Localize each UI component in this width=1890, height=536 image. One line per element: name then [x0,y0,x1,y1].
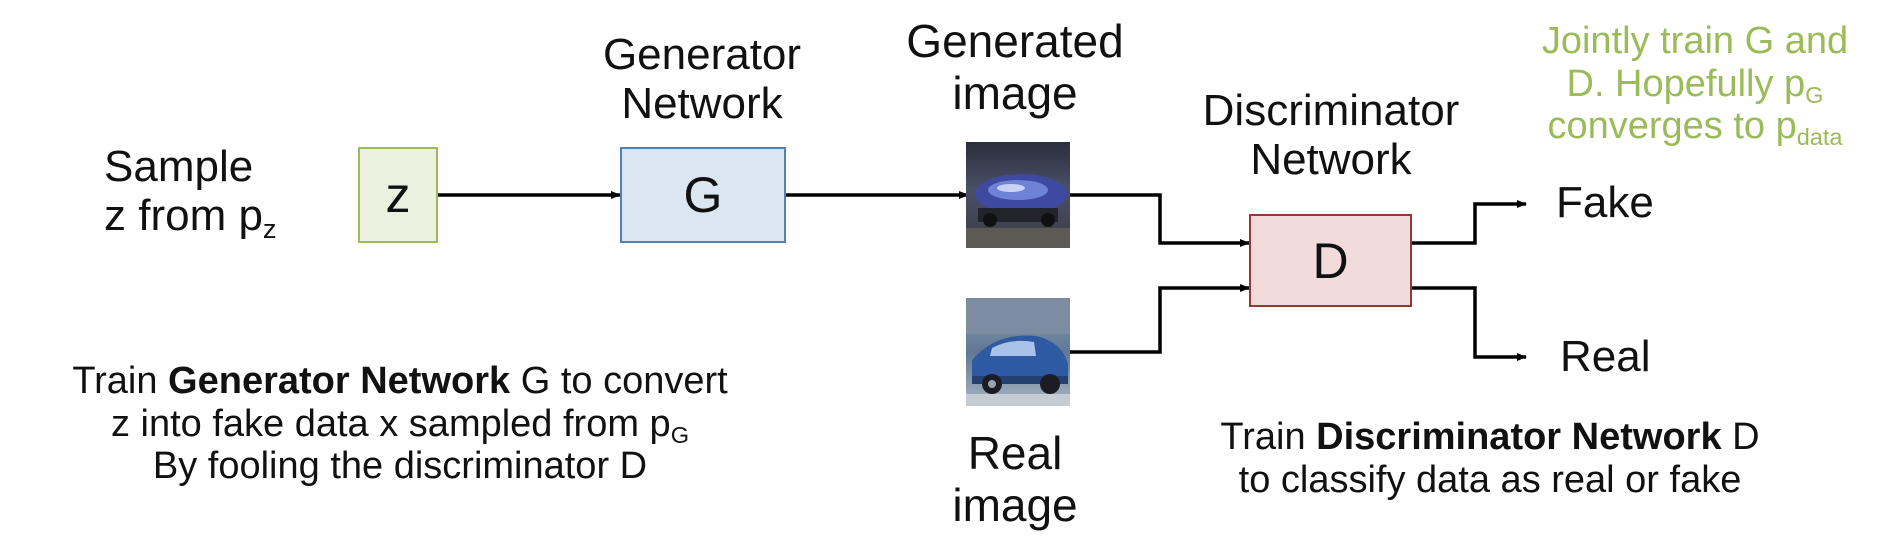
discriminator-node-label: D [1312,232,1349,289]
discriminator-node: D [1249,214,1412,307]
generator-title: Generator Network [602,30,802,129]
joint-training-note: Jointly train G and D. Hopefully pG conv… [1541,20,1849,151]
z-node: z [358,147,438,243]
output-real-label: Real [1560,332,1651,381]
z-node-label: z [385,167,411,223]
arrow-d-to-fake [1412,200,1527,245]
discriminator-caption: Train Discriminator Network D to classif… [1220,416,1760,501]
generated-image-thumbnail [966,142,1070,248]
sample-line2: z from pz [104,191,277,245]
real-image-title: Real image [952,427,1078,531]
generator-node-label: G [683,167,723,223]
arrow-real-to-d [1068,284,1250,354]
output-fake-label: Fake [1556,178,1654,227]
sample-line1: Sample [104,142,254,191]
generator-caption: Train Generator Network G to convert z i… [72,360,728,488]
real-image-thumbnail [966,298,1070,406]
arrow-generated-to-d [1068,193,1250,247]
discriminator-title: Discriminator Network [1202,86,1460,185]
generator-node: G [620,147,786,243]
generated-image-title: Generated image [906,15,1124,119]
sample-label: Sample z from pz [104,142,277,245]
arrow-d-to-real [1412,286,1527,361]
